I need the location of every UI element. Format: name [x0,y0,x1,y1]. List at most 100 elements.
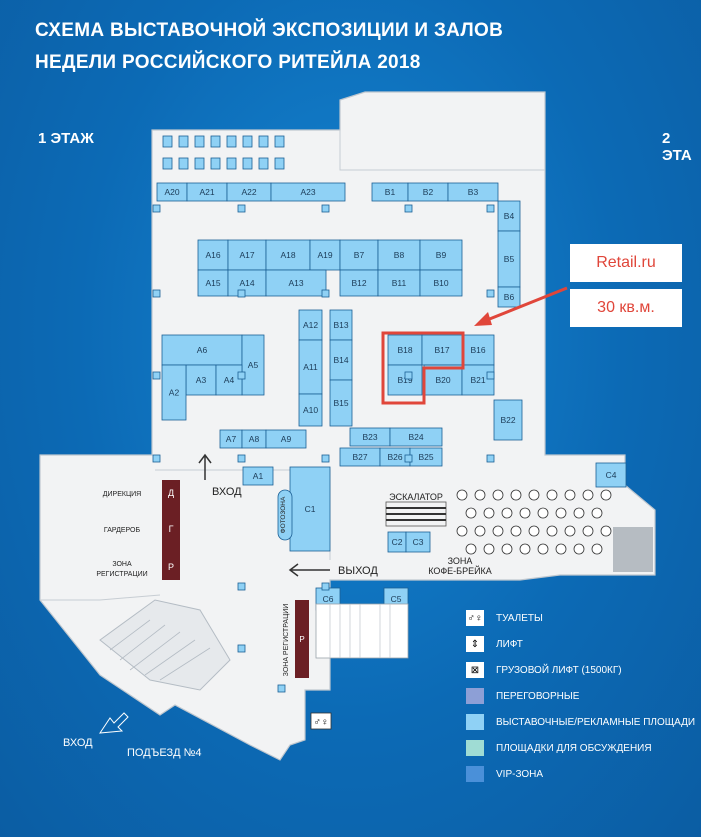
entrance-label: ВХОД [212,486,242,498]
booth-b27: B27 [339,447,381,467]
coffee-tables [456,489,612,555]
booth-label: B26 [387,452,402,462]
page-title-line2: НЕДЕЛИ РОССИЙСКОГО РИТЕЙЛА 2018 [35,52,421,73]
booth-rect [419,239,463,271]
booth-rect [339,239,379,271]
coffee-table [591,507,603,519]
entrance-wing [99,599,231,691]
coffee-table [483,507,495,519]
booth-label: A7 [226,434,237,444]
legend-label: ГРУЗОВОЙ ЛИФТ (1500КГ) [496,664,622,676]
legend-meeting: ПЕРЕГОВОРНЫЕ [466,688,579,704]
booth-a7: A7 [219,429,243,449]
callout-company: Retail.ru [570,244,682,282]
coffee-table [537,543,549,555]
gate-label: ПОДЪЕЗД №4 [127,747,202,759]
coffee-zone-label: ЗОНА [448,556,473,566]
coffee-table [510,489,522,501]
booth-rect [595,462,627,488]
pillar [237,204,246,213]
coffee-table [555,543,567,555]
booth-label: B21 [470,375,485,385]
seat [258,157,269,170]
booth-b24: B24 [389,427,443,447]
booth-a16: A16 [197,239,229,271]
booth-label: B17 [434,345,449,355]
booth-c2: C2 [387,531,407,553]
coffee-table [474,525,486,537]
booth-b9: B9 [419,239,463,271]
coffee-table [519,507,531,519]
booth-rect [242,466,274,486]
seat [178,157,189,170]
booth-label: C3 [413,537,424,547]
pillar [237,644,246,653]
coffee-table [519,543,531,555]
booth-b1: B1 [371,182,409,202]
coffee-table [591,543,603,555]
exhibit-swatch [466,714,484,730]
toilet-icon: ♂♀ [466,610,484,626]
seat [210,157,221,170]
booth-label: A13 [288,278,303,288]
booth-b23: B23 [349,427,391,447]
booth-rect [405,531,431,553]
toilet-icon [310,712,332,730]
booth-b2: B2 [407,182,449,202]
booth-label: B12 [351,278,366,288]
booth-rect [197,239,229,271]
booth-label: C1 [305,504,316,514]
booth-label: B27 [352,452,367,462]
coffee-table [582,525,594,537]
vip-swatch [466,766,484,782]
seat [162,157,173,170]
coffee-table [501,543,513,555]
booth-label: C4 [606,470,617,480]
coffee-table [483,543,495,555]
booth-rect [227,239,267,271]
coffee-table [456,489,468,501]
booth-label: A11 [303,362,318,372]
pillar [152,289,161,298]
booth-label: C5 [391,594,402,604]
seat [194,157,205,170]
booth-rect [493,399,523,441]
booth-label: A8 [249,434,260,444]
booth-label: A15 [205,278,220,288]
booth-b18: B18 [387,334,423,366]
booth-b19: B19 [387,364,423,396]
booth-a4: A4 [215,364,243,396]
coffee-table [600,525,612,537]
booth-rect [265,429,307,449]
booth-rect [329,379,353,427]
entrance-arrow-icon [198,453,212,480]
letter-r: Р [168,562,174,572]
booth-rect [265,269,327,297]
booth-a2: A2 [161,364,187,421]
booth-a10: A10 [298,393,323,427]
booth-label: A9 [281,434,292,444]
booth-label: B15 [333,398,348,408]
booth-rect [497,286,521,308]
pillar [321,582,330,591]
booth-b6: B6 [497,286,521,308]
booth-b20: B20 [423,364,463,396]
pillar [486,371,495,380]
booth-b4: B4 [497,200,521,232]
highlight-outline [381,331,465,405]
pillar [404,371,413,380]
pillar [152,454,161,463]
booth-a5: A5 [241,334,265,396]
booth-c1: C1 [289,466,331,552]
bottom-entrance-label: ВХОД [63,737,93,749]
booth-a9: A9 [265,429,307,449]
coffee-table [465,543,477,555]
booth-rect [461,334,495,366]
booth-rect [423,364,463,396]
pillar [237,582,246,591]
pillar [486,204,495,213]
coffee-table [456,525,468,537]
seat [242,157,253,170]
registration-label-2: РЕГИСТРАЦИИ [96,571,147,578]
booth-label: A10 [303,405,318,415]
